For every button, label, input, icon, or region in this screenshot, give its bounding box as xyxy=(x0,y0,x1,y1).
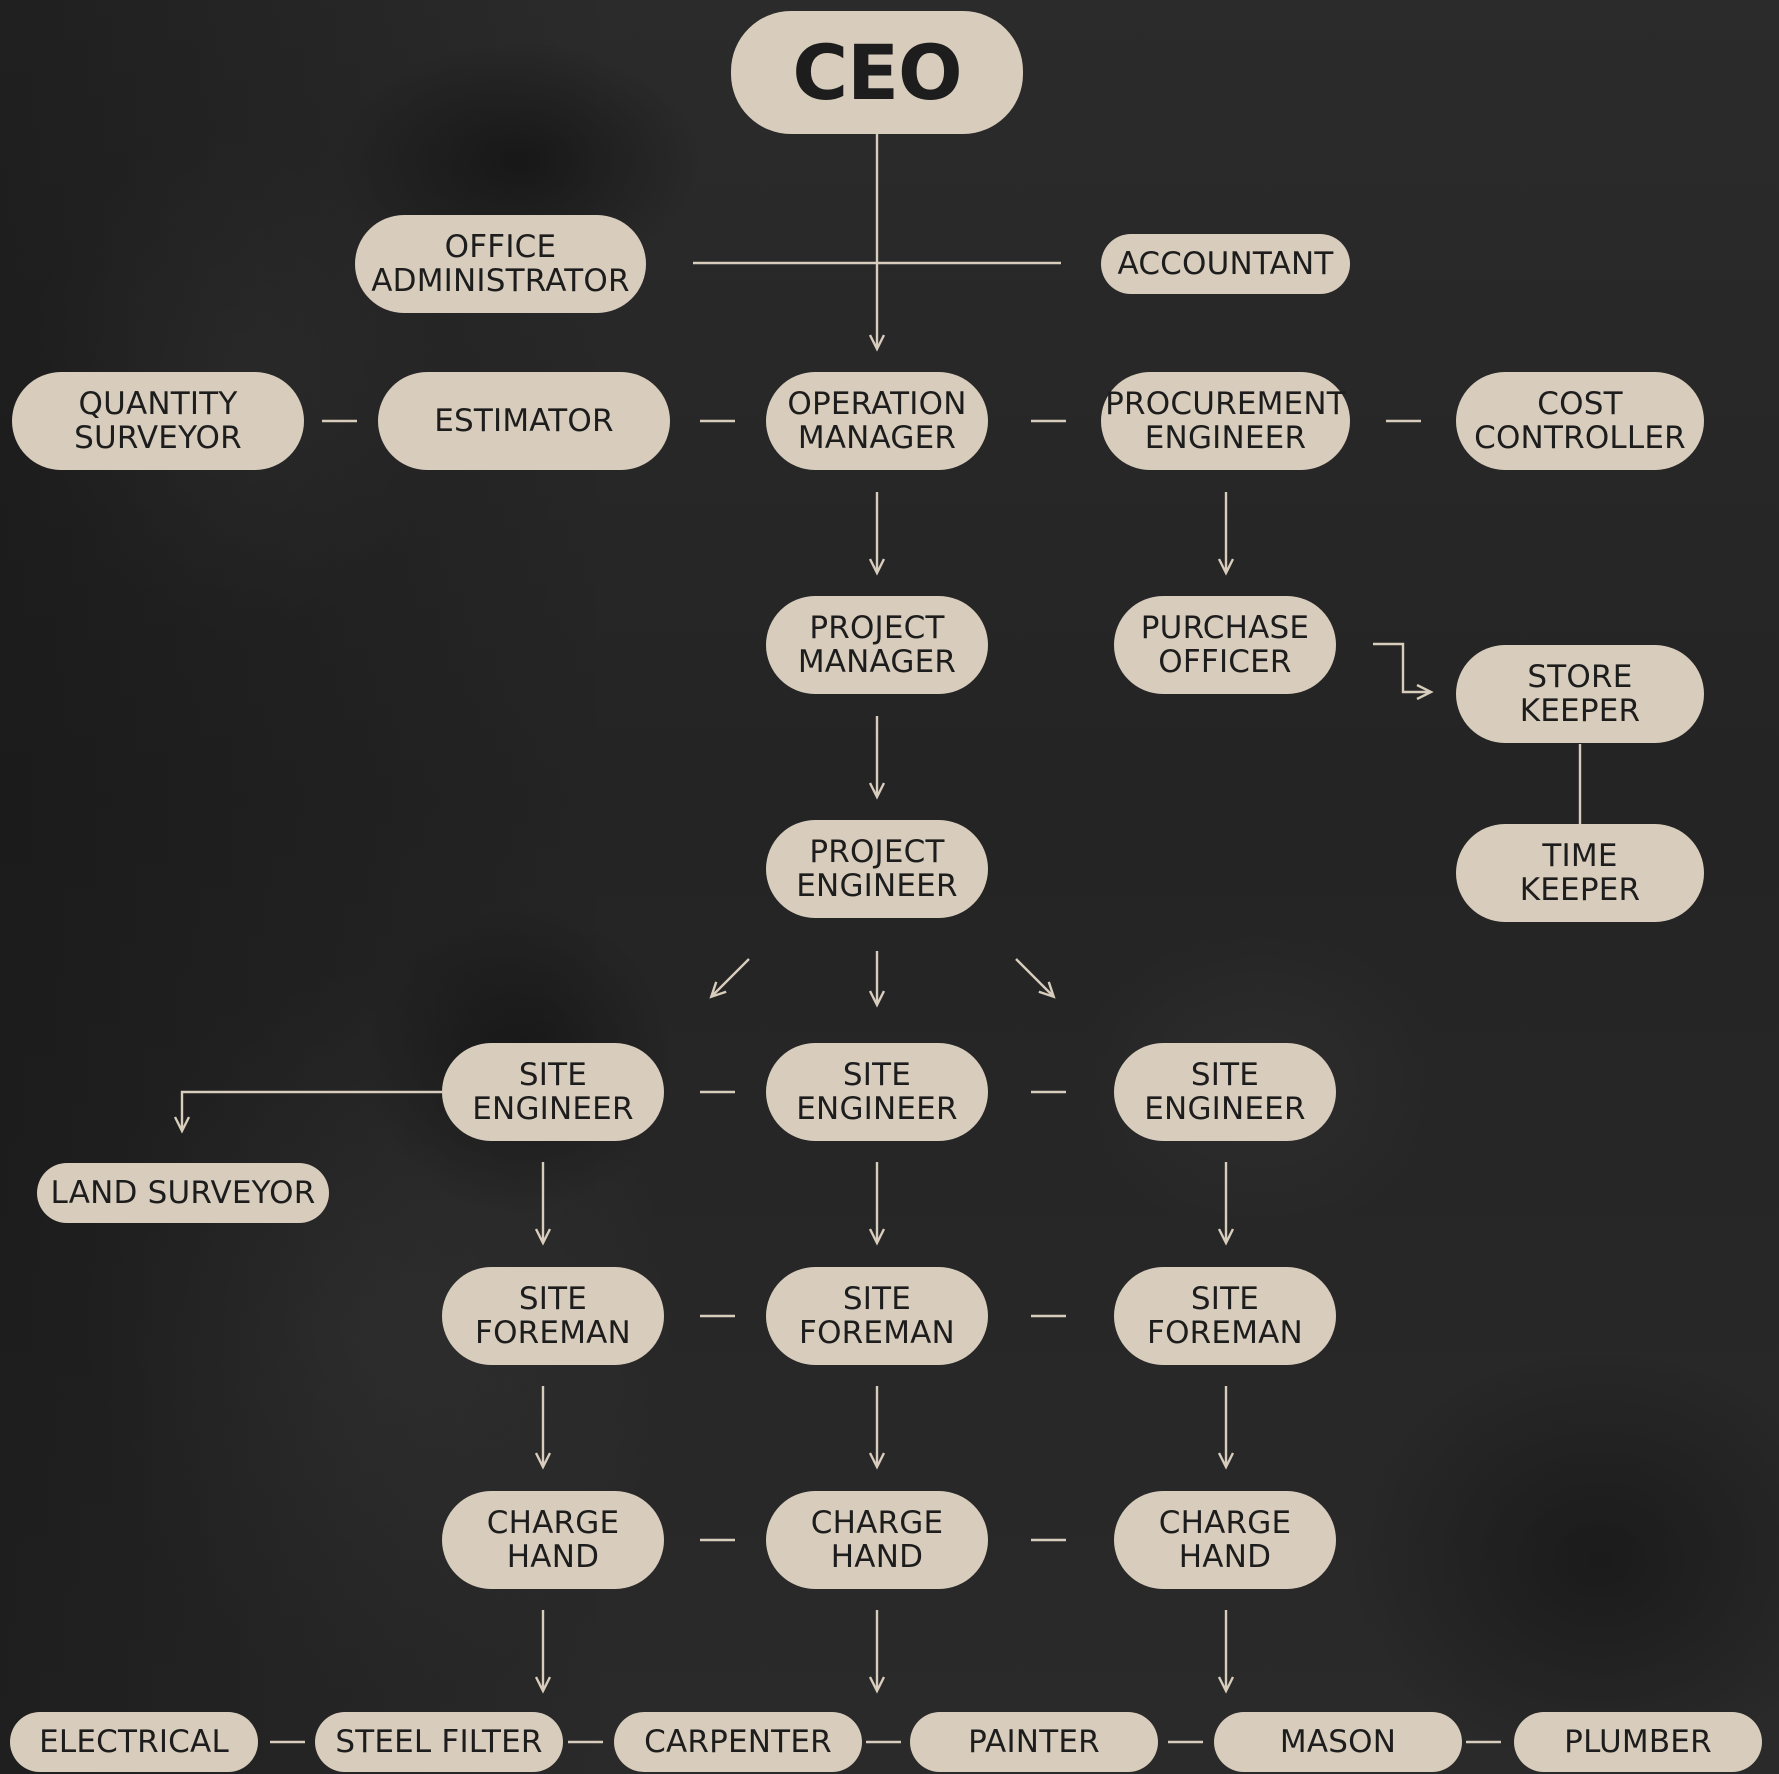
node-charge-hand-3: CHARGE HAND xyxy=(1114,1491,1336,1589)
node-land-surveyor: LAND SURVEYOR xyxy=(37,1163,329,1223)
node-operation-manager: OPERATION MANAGER xyxy=(766,372,988,470)
node-store-keeper: STORE KEEPER xyxy=(1456,645,1704,743)
node-project-manager: PROJECT MANAGER xyxy=(766,596,988,694)
node-site-foreman-2: SITE FOREMAN xyxy=(766,1267,988,1365)
node-site-foreman-1: SITE FOREMAN xyxy=(442,1267,664,1365)
node-ceo: CEO xyxy=(731,11,1023,134)
node-site-engineer-1: SITE ENGINEER xyxy=(442,1043,664,1141)
node-site-engineer-3: SITE ENGINEER xyxy=(1114,1043,1336,1141)
node-estimator: ESTIMATOR xyxy=(378,372,670,470)
node-quantity-surveyor: QUANTITY SURVEYOR xyxy=(12,372,304,470)
node-procurement-engineer: PROCUREMENT ENGINEER xyxy=(1101,372,1350,470)
arrow-pe-to-se3 xyxy=(1015,958,1053,996)
node-site-engineer-2: SITE ENGINEER xyxy=(766,1043,988,1141)
node-office-administrator: OFFICE ADMINISTRATOR xyxy=(355,215,646,313)
node-plumber: PLUMBER xyxy=(1514,1712,1762,1772)
node-project-engineer: PROJECT ENGINEER xyxy=(766,820,988,918)
node-purchase-officer: PURCHASE OFFICER xyxy=(1114,596,1336,694)
node-electrical: ELECTRICAL xyxy=(10,1712,258,1772)
arrow-se1-to-land-surveyor xyxy=(182,1090,442,1130)
node-cost-controller: COST CONTROLLER xyxy=(1456,372,1704,470)
node-mason: MASON xyxy=(1214,1712,1462,1772)
node-charge-hand-1: CHARGE HAND xyxy=(442,1491,664,1589)
node-accountant: ACCOUNTANT xyxy=(1101,234,1350,294)
arrow-purchase-to-store xyxy=(1373,642,1430,692)
node-painter: PAINTER xyxy=(910,1712,1158,1772)
node-steel-filter: STEEL FILTER xyxy=(315,1712,563,1772)
node-charge-hand-2: CHARGE HAND xyxy=(766,1491,988,1589)
node-site-foreman-3: SITE FOREMAN xyxy=(1114,1267,1336,1365)
node-time-keeper: TIME KEEPER xyxy=(1456,824,1704,922)
arrow-pe-to-se1 xyxy=(712,958,750,996)
node-carpenter: CARPENTER xyxy=(614,1712,862,1772)
